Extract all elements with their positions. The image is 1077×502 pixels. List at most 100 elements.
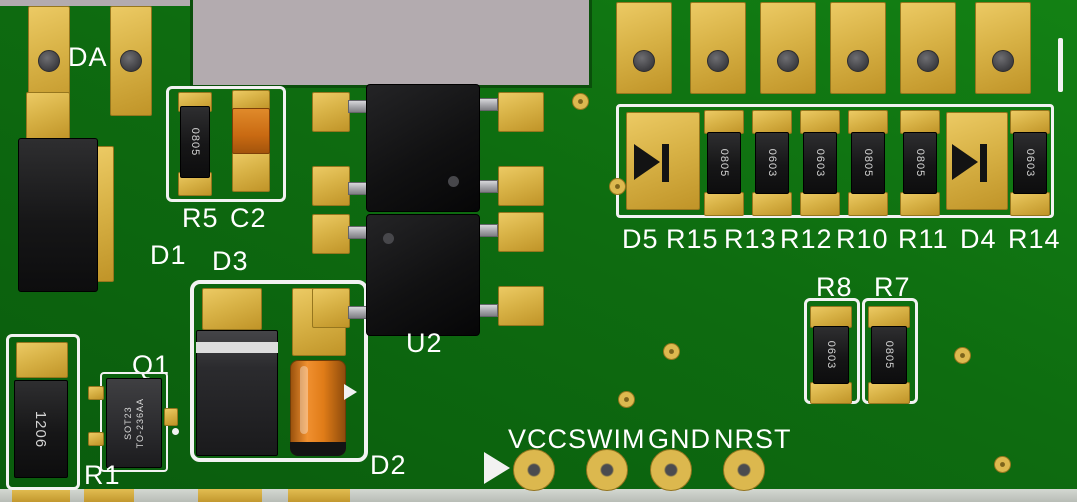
resistor-r11: 0805	[903, 132, 937, 194]
resistor-r1: 1206	[14, 380, 68, 478]
via	[663, 343, 680, 360]
marking-r8: 0603	[824, 340, 837, 370]
pad-hole	[847, 50, 869, 72]
smd-pad	[232, 90, 270, 110]
capacitor-band	[290, 442, 346, 456]
resistor-r13: 0603	[755, 132, 789, 194]
board-top-sliver	[0, 0, 190, 6]
label-r14: R14	[1008, 224, 1061, 254]
resistor-r7: 0805	[871, 326, 907, 384]
header-pad	[760, 2, 816, 94]
marking-r10: 0805	[861, 148, 874, 178]
smd-pad	[800, 192, 840, 216]
resistor-r12: 0603	[803, 132, 837, 194]
marking-q1-line1: SOT23	[122, 406, 133, 440]
ic-u2-upper	[366, 84, 480, 212]
label-u2: U2	[406, 328, 443, 358]
smd-pad	[752, 110, 792, 134]
pad-hole	[38, 50, 60, 72]
resistor-r10: 0805	[851, 132, 885, 194]
smd-pad	[1010, 110, 1050, 134]
marking-r7: 0805	[882, 340, 895, 370]
label-r5: R5	[182, 203, 219, 233]
diode-symbol-icon	[952, 144, 978, 180]
capacitor-c2	[232, 108, 270, 154]
via	[618, 391, 635, 408]
connector-pad-vcc	[513, 449, 555, 491]
connector-pad-gnd	[650, 449, 692, 491]
pad-hole	[120, 50, 142, 72]
smd-pad	[312, 92, 350, 132]
pin1-arrow-icon	[484, 452, 510, 484]
smd-pad	[704, 110, 744, 134]
cylindrical-capacitor	[290, 360, 346, 456]
smd-pad	[848, 192, 888, 216]
smd-pad	[26, 92, 70, 140]
smd-pad	[1010, 192, 1050, 216]
label-d4: D4	[960, 224, 997, 254]
pin1-silk-dot	[172, 428, 179, 435]
pad-hole	[992, 50, 1014, 72]
diode-cathode-band	[196, 342, 278, 353]
board-bottom-edge	[0, 489, 1077, 502]
resistor-r15: 0805	[707, 132, 741, 194]
marking-r12: 0603	[813, 148, 826, 178]
via	[954, 347, 971, 364]
smd-pad	[848, 110, 888, 134]
silkscreen-frame-r1	[6, 334, 80, 490]
resistor-r8: 0603	[813, 326, 849, 384]
silkscreen-frame-row	[616, 104, 1054, 218]
label-d2: D2	[370, 450, 407, 480]
mounting-pad	[110, 6, 152, 116]
via	[572, 93, 589, 110]
resistor-r5: 0805	[180, 106, 210, 178]
connector-pad-nrst	[723, 449, 765, 491]
edge-plating	[198, 489, 262, 502]
ic-u2-lower	[366, 214, 480, 336]
smd-pad	[498, 92, 544, 132]
pad-hole	[633, 50, 655, 72]
marking-q1-line2: TO-236AA	[134, 397, 145, 449]
resistor-r14: 0603	[1013, 132, 1047, 194]
smd-pad	[810, 306, 852, 328]
label-gnd: GND	[648, 424, 711, 454]
smd-pad	[312, 288, 350, 328]
label-nrst: NRST	[714, 424, 792, 454]
edge-plating	[288, 489, 350, 502]
header-pad	[690, 2, 746, 94]
edge-plating	[12, 489, 70, 502]
smd-pad	[498, 212, 544, 252]
smd-pad	[752, 192, 792, 216]
header-pad	[616, 2, 672, 94]
label-r1: R1	[84, 460, 121, 490]
header-pad	[900, 2, 956, 94]
label-r15: R15	[666, 224, 719, 254]
label-d3: D3	[212, 246, 249, 276]
pad-hole	[707, 50, 729, 72]
polarity-arrow-icon	[344, 384, 357, 400]
smd-pad	[88, 386, 104, 400]
smd-pad	[312, 214, 350, 254]
smd-pad	[16, 342, 68, 378]
transistor-q1: SOT23 TO-236AA	[106, 378, 162, 468]
label-d1: D1	[150, 240, 187, 270]
pad-hole	[777, 50, 799, 72]
label-q1: Q1	[132, 350, 171, 380]
component-d1	[18, 138, 98, 292]
connector-pad-swim	[586, 449, 628, 491]
via	[609, 178, 626, 195]
via	[994, 456, 1011, 473]
smd-pad	[868, 382, 910, 404]
label-r12: R12	[780, 224, 833, 254]
smd-pad	[88, 432, 104, 446]
smd-pad	[96, 146, 114, 282]
silkscreen-line	[1058, 38, 1063, 92]
diode-symbol-bar	[662, 144, 669, 182]
marking-r11: 0805	[913, 148, 926, 178]
smd-pad	[900, 110, 940, 134]
smd-pad	[164, 408, 178, 426]
smd-pad	[810, 382, 852, 404]
smd-pad	[312, 166, 350, 206]
pin1-dot	[448, 176, 459, 187]
